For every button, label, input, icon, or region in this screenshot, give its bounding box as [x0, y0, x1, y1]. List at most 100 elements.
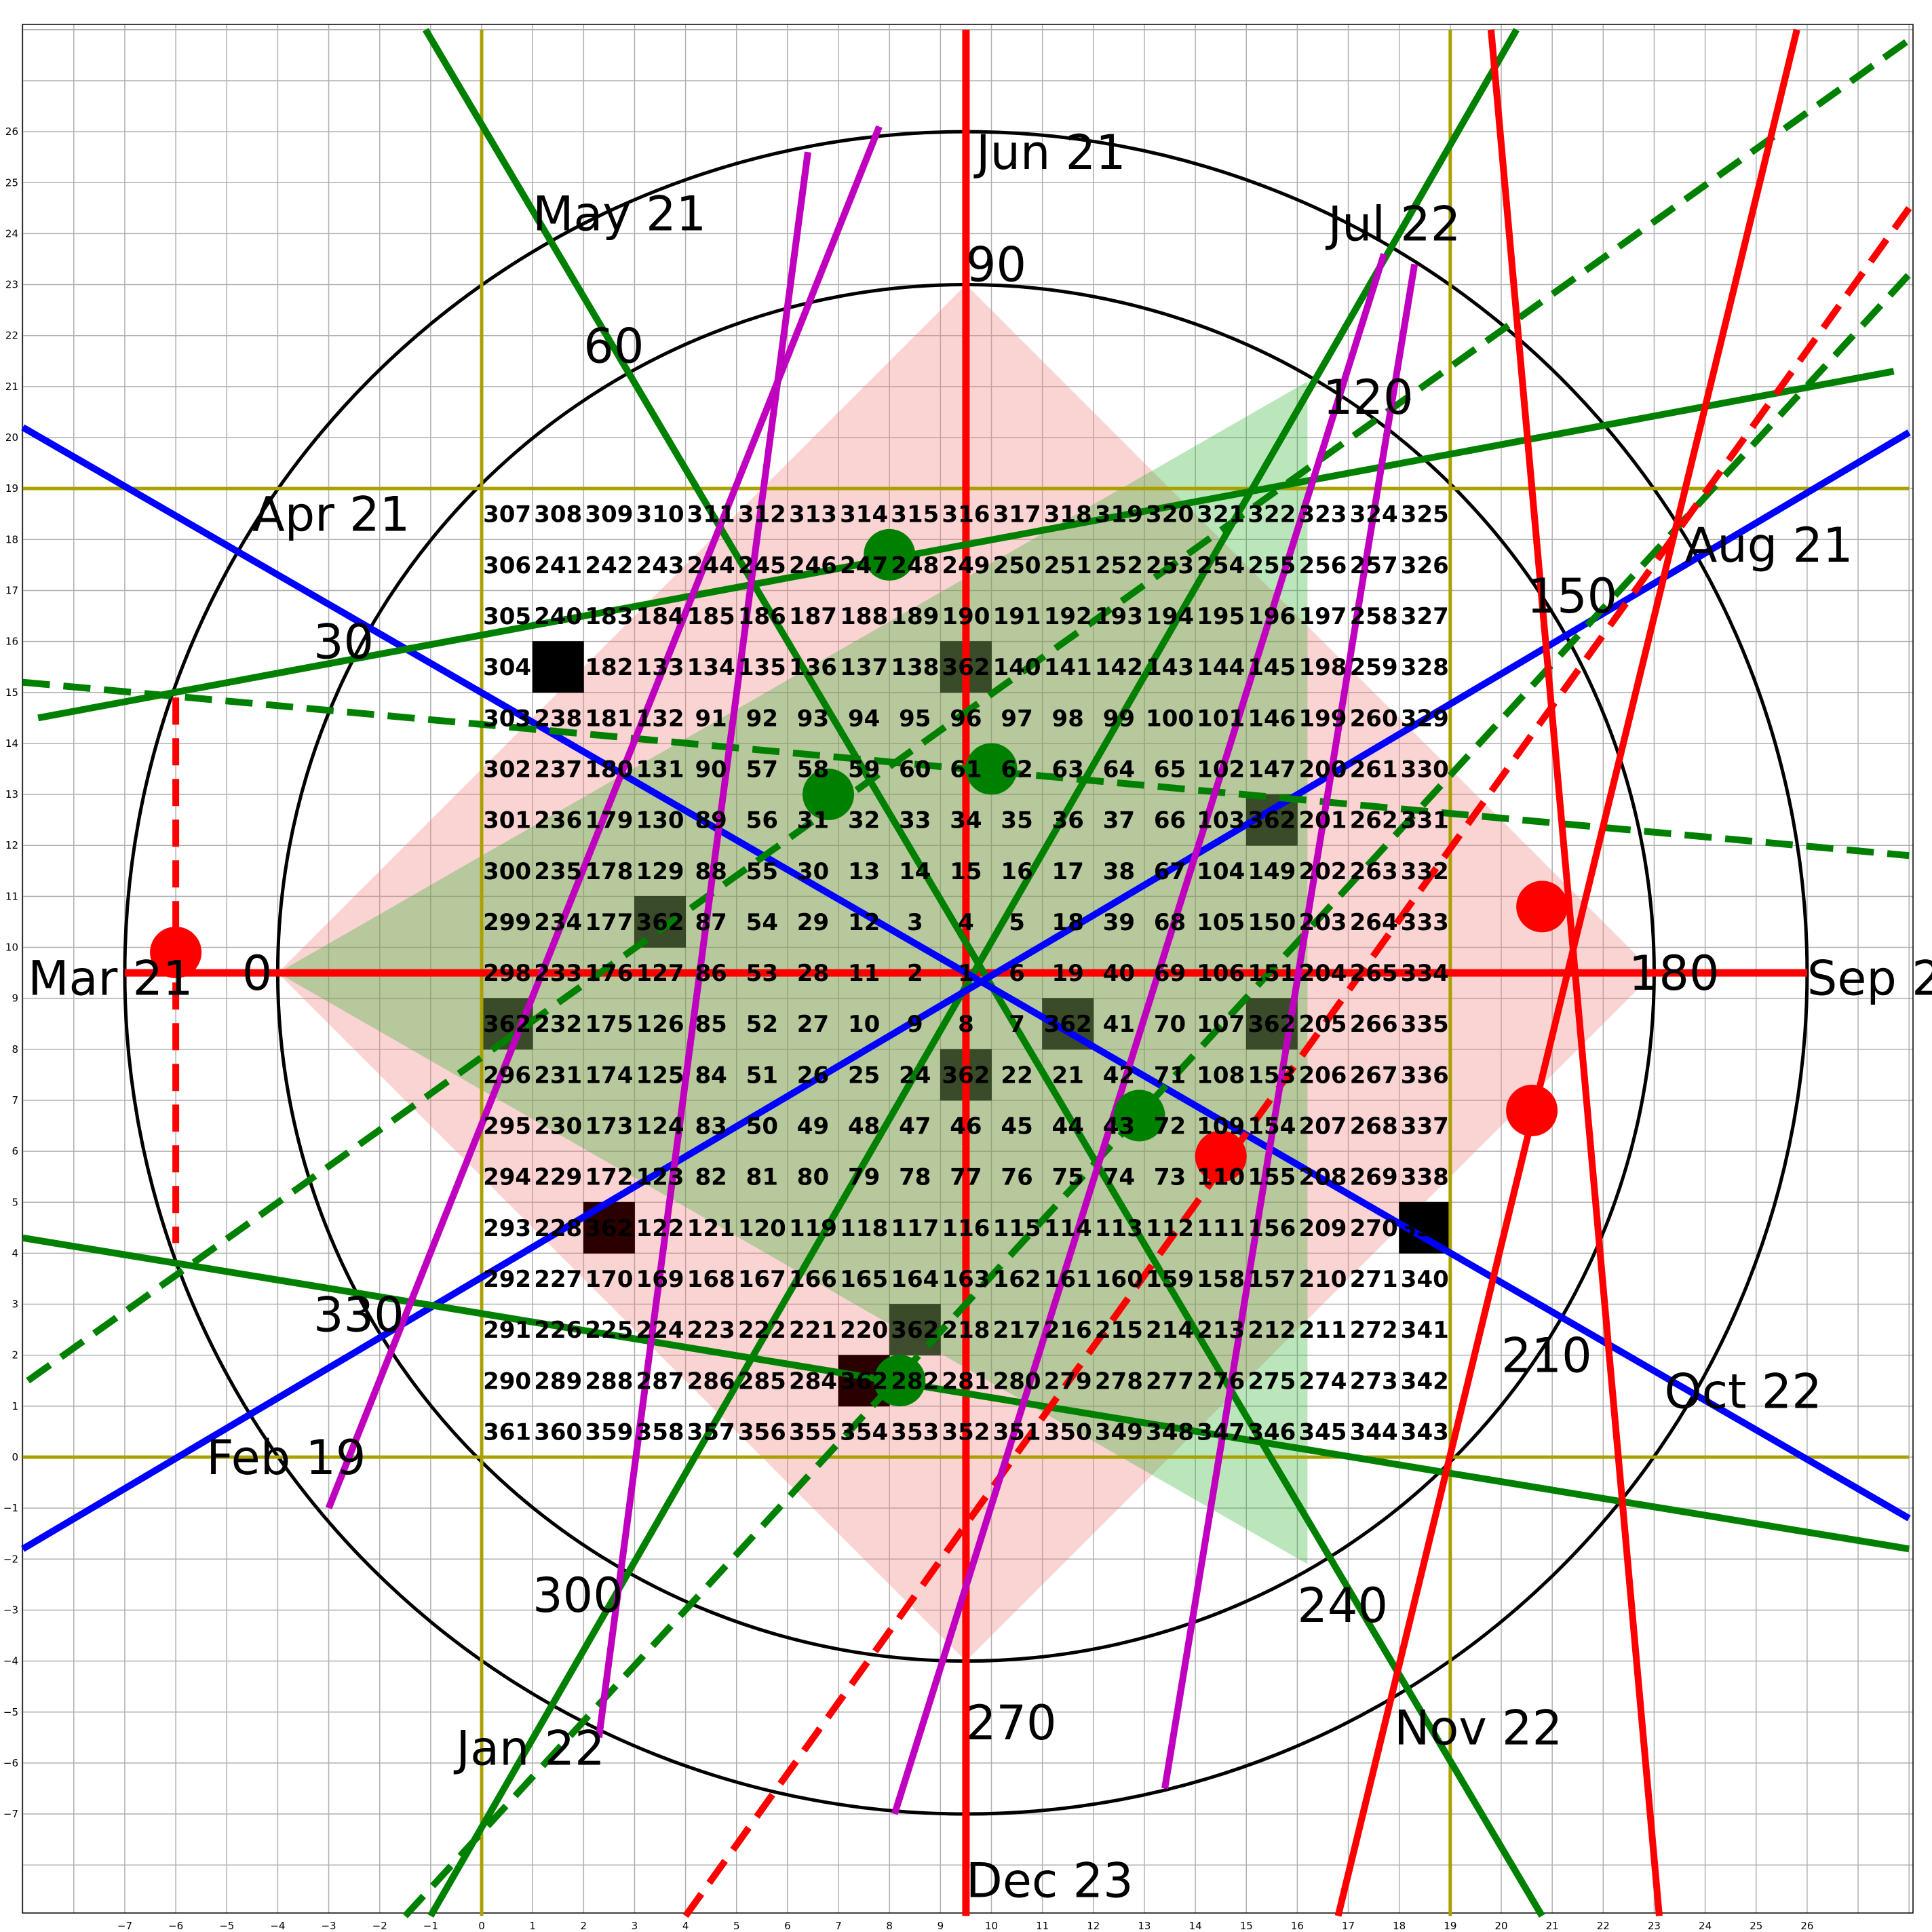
x-tick-label: 12 [1087, 1920, 1100, 1932]
grid-number-cell: 136 [789, 654, 837, 681]
grid-number-cell: 2 [907, 960, 923, 987]
green-dot [1113, 1089, 1165, 1142]
y-tick-label: −6 [3, 1757, 18, 1769]
grid-number-cell: 4 [958, 909, 974, 936]
grid-number-cell: 48 [848, 1113, 880, 1140]
red-steep-line [1487, 29, 1663, 1916]
grid-number-cell: 339 [1401, 1215, 1449, 1242]
y-tick-label: 13 [5, 788, 18, 800]
grid-number-cell: 56 [746, 807, 778, 834]
grid-number-cell: 204 [1298, 960, 1347, 987]
y-tick-label: 1 [12, 1400, 18, 1412]
grid-number-cell: 193 [1095, 603, 1143, 630]
grid-number-cell: 28 [797, 960, 829, 987]
grid-number-cell: 188 [840, 603, 888, 630]
grid-number-cell: 108 [1197, 1062, 1245, 1089]
grid-number-cell: 138 [891, 654, 939, 681]
grid-number-cell: 306 [483, 552, 531, 579]
grid-number-cell: 278 [1095, 1368, 1143, 1395]
green-dashed-line [26, 37, 1912, 1384]
grid-number-cell: 7 [1009, 1011, 1025, 1038]
grid-number-cell: 6 [1009, 960, 1025, 987]
grid-number-cell: 362 [840, 1368, 888, 1395]
grid-number-cell: 197 [1298, 603, 1347, 630]
grid-number-cell: 51 [746, 1062, 778, 1089]
grid-number-cell: 192 [1044, 603, 1092, 630]
grid-number-cell: 240 [534, 603, 582, 630]
grid-number-cell: 338 [1401, 1164, 1449, 1191]
grid-number-cell: 232 [534, 1011, 582, 1038]
grid-number-cell: 308 [534, 501, 582, 528]
red-steep-line [1334, 28, 1800, 1917]
grid-number-cell: 150 [1248, 909, 1296, 936]
grid-number-cell: 12 [848, 909, 880, 936]
grid-number-cell: 206 [1298, 1062, 1347, 1089]
grid-number-cell: 198 [1298, 654, 1347, 681]
grid-number-cell: 181 [585, 705, 633, 732]
grid-number-cell: 106 [1197, 960, 1245, 987]
grid-number-cell: 348 [1146, 1418, 1194, 1446]
grid-number-cell: 82 [695, 1164, 727, 1191]
grid-number-cell: 352 [942, 1418, 990, 1446]
x-tick-label: −2 [372, 1920, 387, 1932]
grid-number-cell: 342 [1401, 1368, 1449, 1395]
grid-number-cell: 362 [483, 1011, 531, 1038]
angle-label: 300 [533, 1568, 623, 1623]
grid-number-cell: 325 [1401, 501, 1449, 528]
grid-number-cell: 119 [789, 1215, 837, 1242]
x-tick-label: 9 [938, 1920, 944, 1932]
red-dot [1516, 881, 1568, 933]
magenta-line [891, 252, 1387, 1815]
grid-number-cell: 116 [942, 1215, 990, 1242]
grid-number-cell: 281 [942, 1368, 990, 1395]
date-label: Jan 22 [453, 1720, 604, 1776]
grid-number-cell: 301 [483, 807, 531, 834]
grid-number-cell: 167 [738, 1266, 786, 1293]
grid-number-cell: 307 [483, 501, 531, 528]
grid-number-cell: 44 [1052, 1113, 1084, 1140]
grid-number-cell: 10 [848, 1011, 880, 1038]
x-tick-label: −6 [168, 1920, 183, 1932]
grid-number-cell: 14 [899, 858, 931, 885]
x-tick-label: −5 [219, 1920, 234, 1932]
green-dashed-line [402, 272, 1912, 1918]
grid-number-cell: 321 [1197, 501, 1245, 528]
grid-number-cell: 142 [1095, 654, 1143, 681]
grid-number-cell: 303 [483, 705, 531, 732]
date-label: Jun 21 [973, 125, 1126, 180]
x-tick-label: −3 [321, 1920, 336, 1932]
grid-number-cell: 295 [483, 1113, 531, 1140]
grid-number-cell: 173 [585, 1113, 633, 1140]
blue-radial-line [21, 424, 1911, 1522]
grid-number-cell: 199 [1298, 705, 1347, 732]
x-tick-label: 3 [632, 1920, 638, 1932]
y-tick-label: 0 [12, 1451, 18, 1463]
date-label: Mar 21 [28, 951, 193, 1007]
grid-number-cell: 319 [1095, 501, 1143, 528]
x-tick-label: 18 [1393, 1920, 1406, 1932]
grid-number-cell: 64 [1103, 756, 1135, 783]
grid-number-cell: 215 [1095, 1317, 1143, 1344]
grid-number-cell: 49 [797, 1113, 829, 1140]
grid-number-cell: 126 [636, 1011, 684, 1038]
grid-number-cell: 209 [1298, 1215, 1347, 1242]
grid-number-cell: 277 [1146, 1368, 1194, 1395]
grid-number-cell: 72 [1154, 1113, 1186, 1140]
red-dot [1506, 1084, 1558, 1136]
angle-label: 30 [313, 615, 374, 670]
grid-number-cell: 314 [840, 501, 888, 528]
grid-number-cell: 160 [1095, 1266, 1143, 1293]
grid-number-cell: 87 [695, 909, 727, 936]
grid-number-cell: 21 [1052, 1062, 1084, 1089]
grid-number-cell: 36 [1052, 807, 1084, 834]
grid-number-cell: 86 [695, 960, 727, 987]
grid-number-cell: 133 [636, 654, 684, 681]
grid-number-cell: 252 [1095, 552, 1143, 579]
green-dot [965, 743, 1018, 795]
y-tick-label: 5 [12, 1196, 18, 1208]
grid-number-cell: 141 [1044, 654, 1092, 681]
x-tick-label: −4 [270, 1920, 285, 1932]
grid-number-cell: 34 [950, 807, 982, 834]
grid-number-cell: 243 [636, 552, 684, 579]
